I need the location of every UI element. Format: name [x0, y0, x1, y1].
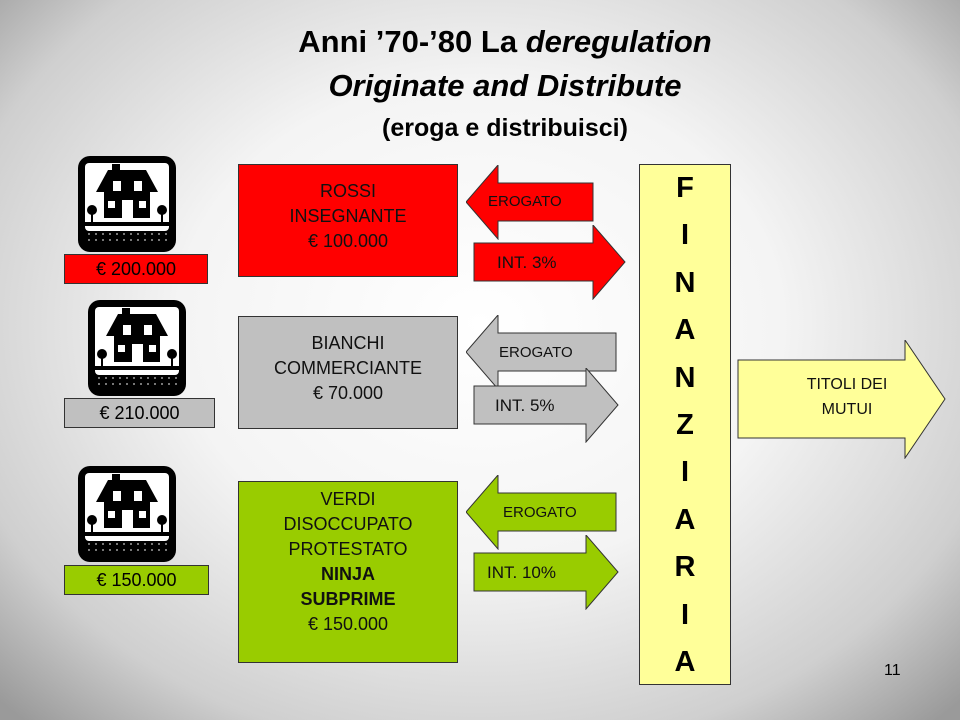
- house-price: € 200.000: [64, 254, 208, 284]
- erogato-label: EROGATO: [488, 193, 562, 210]
- page-number: 11: [884, 662, 901, 679]
- borrower-status: PROTESTATO: [288, 539, 408, 559]
- arrow-shape: [466, 475, 617, 550]
- borrower-job: INSEGNANTE: [289, 206, 407, 226]
- titoli-line-2: MUTUI: [821, 401, 873, 418]
- arrow-shape: [473, 535, 619, 610]
- house-price: € 210.000: [64, 398, 215, 428]
- borrower-box-verdi: VERDI DISOCCUPATO PROTESTATO NINJA SUBPR…: [238, 481, 458, 663]
- finanziaria-letter: F: [676, 172, 694, 204]
- title-line-1: Anni ’70-’80 La deregulation: [0, 24, 960, 60]
- house-icon: [78, 156, 176, 252]
- arrow-shape: [737, 340, 946, 459]
- borrower-box-rossi: ROSSI INSEGNANTE € 100.000: [238, 164, 458, 277]
- finanziaria-letter: A: [674, 503, 696, 536]
- loan-amount: € 70.000: [312, 383, 384, 403]
- title-line-2: Originate and Distribute: [328, 68, 682, 103]
- borrower-job: COMMERCIANTE: [274, 358, 422, 378]
- borrower-name: ROSSI: [319, 181, 376, 201]
- title-text: Anni ’70-’80 La: [298, 24, 526, 59]
- borrower-box-bianchi: BIANCHI COMMERCIANTE € 70.000: [238, 316, 458, 429]
- house-icon: [88, 300, 186, 396]
- house-price: € 150.000: [64, 565, 209, 595]
- erogato-arrow: EROGATO: [466, 475, 617, 550]
- interest-label: INT. 10%: [487, 563, 556, 582]
- finanziaria-letter: Z: [676, 408, 694, 441]
- arrow-shape: [473, 368, 619, 443]
- finanziaria-letter: I: [680, 598, 690, 631]
- borrower-name: VERDI: [320, 489, 376, 509]
- finanziaria-letter: I: [680, 456, 690, 489]
- borrower-name: BIANCHI: [311, 333, 385, 353]
- finanziaria-letter: N: [674, 266, 696, 299]
- interest-arrow: INT. 10%: [473, 535, 619, 610]
- interest-label: INT. 3%: [497, 253, 557, 272]
- erogato-arrow: EROGATO: [466, 165, 594, 240]
- borrower-status: DISOCCUPATO: [283, 514, 413, 534]
- house-icon: [78, 466, 176, 562]
- erogato-label: EROGATO: [503, 504, 577, 521]
- interest-arrow: INT. 5%: [473, 368, 619, 443]
- interest-label: INT. 5%: [495, 396, 555, 415]
- finanziaria-letter: A: [674, 645, 696, 678]
- titoli-label: TITOLI DEI MUTUI: [785, 372, 909, 422]
- arrow-shape: [473, 225, 626, 300]
- erogato-label: EROGATO: [499, 344, 573, 361]
- title-line-3: (eroga e distribuisci): [382, 114, 628, 142]
- finanziaria-letter: I: [680, 219, 690, 252]
- finanziaria-letter: N: [674, 361, 696, 394]
- titoli-line-1: TITOLI DEI: [806, 376, 888, 393]
- title-italic: deregulation: [525, 24, 712, 59]
- finanziaria-letter: R: [674, 551, 696, 584]
- subprime-label: SUBPRIME: [300, 589, 396, 609]
- ninja-label: NINJA: [320, 564, 375, 584]
- arrow-shape: [466, 165, 594, 240]
- interest-arrow: INT. 3%: [473, 225, 626, 300]
- titoli-arrow: TITOLI DEI MUTUI: [737, 340, 946, 459]
- loan-amount: € 100.000: [307, 231, 389, 251]
- loan-amount: € 150.000: [307, 614, 389, 634]
- finanziaria-letter: A: [674, 314, 696, 347]
